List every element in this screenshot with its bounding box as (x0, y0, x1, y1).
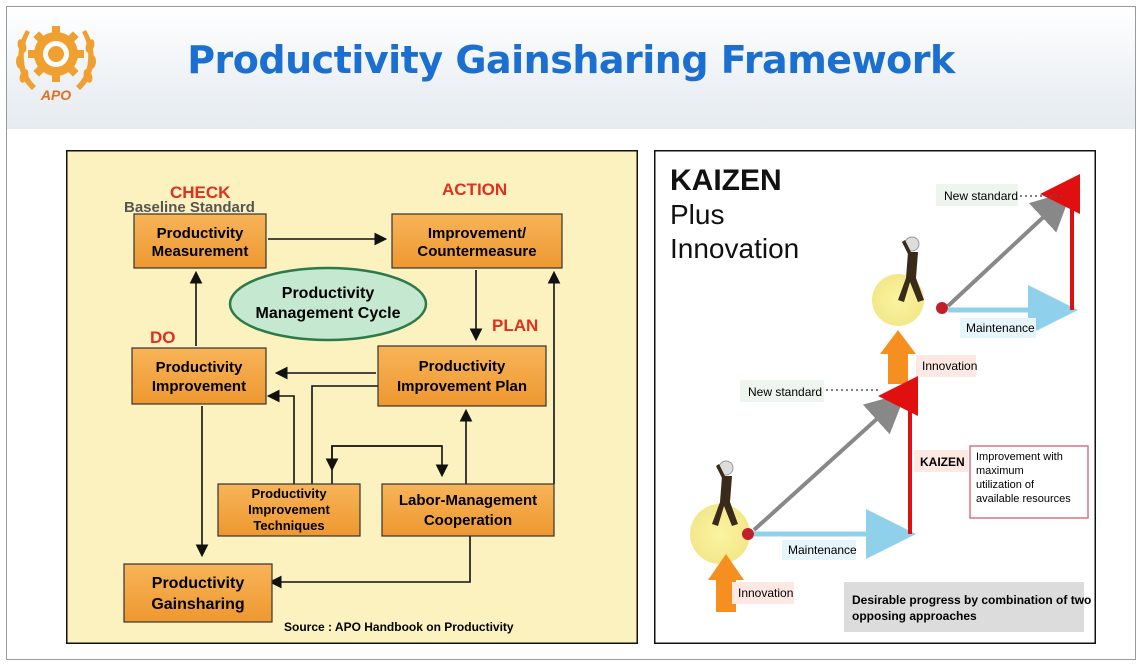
svg-text:Improvement: Improvement (152, 378, 246, 395)
lower-progress-arrow (752, 392, 906, 532)
box-productivity-improvement-techniques: Productivity Improvement Techniques (217, 483, 361, 537)
kaizen-title-line3: Innovation (670, 233, 799, 264)
productivity-cycle-diagram: CHECK ACTION DO PLAN Baseline Standard P… (66, 150, 638, 644)
lower-maintenance-label: Maintenance (788, 543, 857, 557)
svg-text:Cooperation: Cooperation (424, 512, 512, 529)
lower-innovation-label-bg (732, 582, 794, 604)
page-title: Productivity Gainsharing Framework (187, 38, 955, 82)
productivity-management-cycle-ellipse: Productivity Management Cycle (228, 266, 428, 342)
svg-text:Improvement Plan: Improvement Plan (397, 378, 527, 395)
label-baseline-standard: Baseline Standard (124, 199, 255, 216)
kaizen-title-line2: Plus (670, 199, 724, 230)
lower-figure-icon (712, 460, 738, 526)
kaizen-innovation-diagram: KAIZEN Plus Innovation Innovation Mainte… (654, 150, 1096, 644)
caption-line1: Desirable progress by combination of two (852, 593, 1091, 607)
apo-logo: APO (15, 26, 97, 103)
improvement-note-box (969, 445, 1089, 519)
label-check: CHECK (170, 183, 231, 202)
svg-text:Improvement/: Improvement/ (428, 225, 527, 242)
improvement-note-line3: utilization of (976, 479, 1035, 491)
svg-text:Productivity: Productivity (152, 575, 245, 592)
label-do: DO (150, 328, 176, 347)
logo-text: APO (40, 87, 71, 103)
upper-red-dot (936, 302, 948, 314)
upper-new-standard-label: New standard (944, 189, 1018, 203)
improvement-note-line2: maximum (976, 465, 1024, 477)
box-labor-management-cooperation: Labor-Management Cooperation (381, 483, 555, 537)
label-action: ACTION (442, 180, 507, 199)
box-productivity-improvement: Productivity Improvement (131, 347, 267, 405)
improvement-note-line1: Improvement with (976, 451, 1063, 463)
kaizen-label: KAIZEN (920, 455, 965, 469)
svg-text:Productivity: Productivity (156, 359, 243, 376)
box-improvement-countermeasure: Improvement/ Countermeasure (391, 213, 563, 269)
svg-text:Management Cycle: Management Cycle (256, 305, 401, 322)
kaizen-label-bg (914, 450, 968, 472)
lower-maintenance-label-bg (782, 540, 856, 560)
upper-progress-arrow (946, 190, 1072, 308)
svg-text:Labor-Management: Labor-Management (399, 492, 537, 509)
upper-new-standard-bg (936, 184, 1018, 206)
lower-red-dot (742, 528, 754, 540)
svg-text:Improvement: Improvement (248, 502, 330, 517)
upper-maintenance-label: Maintenance (966, 321, 1035, 335)
svg-text:Countermeasure: Countermeasure (417, 243, 536, 260)
svg-text:Productivity: Productivity (157, 225, 244, 242)
box-productivity-improvement-plan: Productivity Improvement Plan (377, 345, 547, 407)
svg-text:Techniques: Techniques (253, 518, 324, 533)
lower-new-standard-bg (740, 380, 824, 402)
kaizen-title-line1: KAIZEN (670, 164, 782, 197)
upper-innovation-label-bg (916, 355, 976, 377)
label-plan: PLAN (492, 316, 538, 335)
box-productivity-measurement: Productivity Measurement (133, 213, 267, 269)
upper-innovation-label: Innovation (922, 359, 977, 373)
upper-innovation-arrow (880, 330, 916, 384)
svg-text:Measurement: Measurement (152, 243, 249, 260)
svg-text:Productivity: Productivity (251, 486, 327, 501)
svg-text:Gainsharing: Gainsharing (151, 596, 244, 613)
improvement-note-line4: available resources (976, 493, 1071, 505)
caption-box (844, 582, 1084, 632)
svg-text:Productivity: Productivity (419, 358, 506, 375)
upper-maintenance-label-bg (960, 318, 1036, 338)
source-note: Source : APO Handbook on Productivity (284, 620, 514, 634)
lower-innovation-label: Innovation (738, 586, 793, 600)
upper-figure-icon (898, 236, 924, 302)
slide-header (7, 7, 1135, 129)
box-productivity-gainsharing: Productivity Gainsharing (123, 563, 273, 623)
caption-line2: opposing approaches (852, 609, 977, 623)
lower-new-standard-label: New standard (748, 385, 822, 399)
svg-text:Productivity: Productivity (282, 285, 375, 302)
